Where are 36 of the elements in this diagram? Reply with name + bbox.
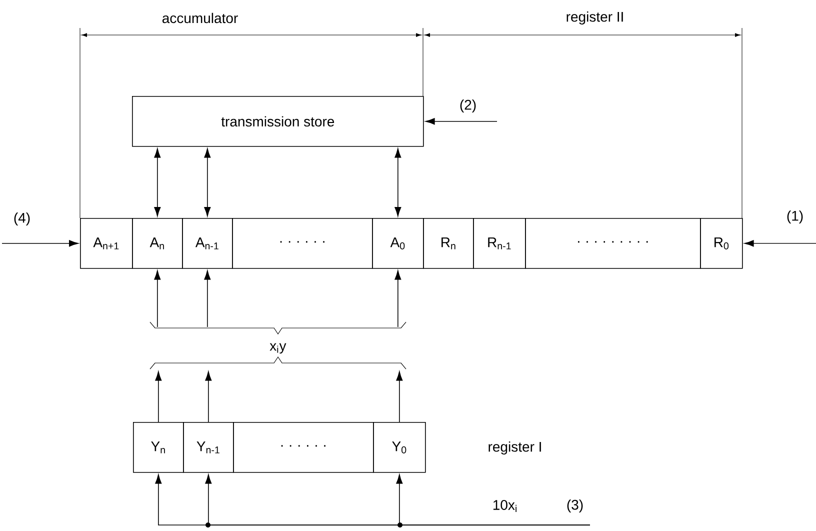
arrow — [394, 270, 402, 328]
arrow — [2, 240, 78, 247]
bus-label: x$_{i}$y — [270, 343, 286, 354]
store-box: transmission store — [132, 96, 424, 147]
arrow — [396, 474, 590, 526]
register-cell: A$_{0}$ — [372, 218, 424, 269]
arrow — [204, 270, 211, 328]
register-cell: R$_{0}$ — [700, 218, 743, 269]
edge-label: (4) — [12, 211, 32, 227]
arrow — [154, 270, 161, 328]
arrow — [205, 371, 212, 422]
register-cell: A$_{n}$ — [132, 218, 183, 269]
arrow — [394, 148, 402, 216]
part-label: register I — [488, 441, 541, 455]
edge-label: (2) — [458, 98, 478, 114]
register-cell: R$_{n-1}$ — [473, 218, 526, 269]
register-cell: · · · · · · — [233, 422, 374, 473]
register-cell: R$_{n}$ — [423, 218, 474, 269]
arrow — [425, 118, 498, 125]
arrow — [154, 148, 161, 216]
register-cell: A$_{n-1}$ — [182, 218, 233, 269]
edge-label: (1) — [785, 209, 805, 225]
edge-label: 10x$_{i}$ — [491, 499, 519, 513]
arrow — [396, 371, 403, 422]
part-label: register II — [566, 11, 623, 25]
register-cell: · · · · · · · · · — [525, 218, 701, 269]
arrow — [204, 148, 211, 216]
register-cell: Y$_{n}$ — [133, 422, 184, 473]
arrow — [744, 240, 816, 247]
register-cell: A$_{n+1}$ — [80, 218, 133, 269]
register-cell: Y$_{0}$ — [373, 422, 426, 473]
register-cell: Y$_{n-1}$ — [183, 422, 234, 473]
part-label: (3) — [567, 499, 583, 513]
part-label: accumulator — [162, 12, 238, 24]
arrow — [155, 371, 162, 422]
register-cell: · · · · · · — [232, 218, 373, 269]
